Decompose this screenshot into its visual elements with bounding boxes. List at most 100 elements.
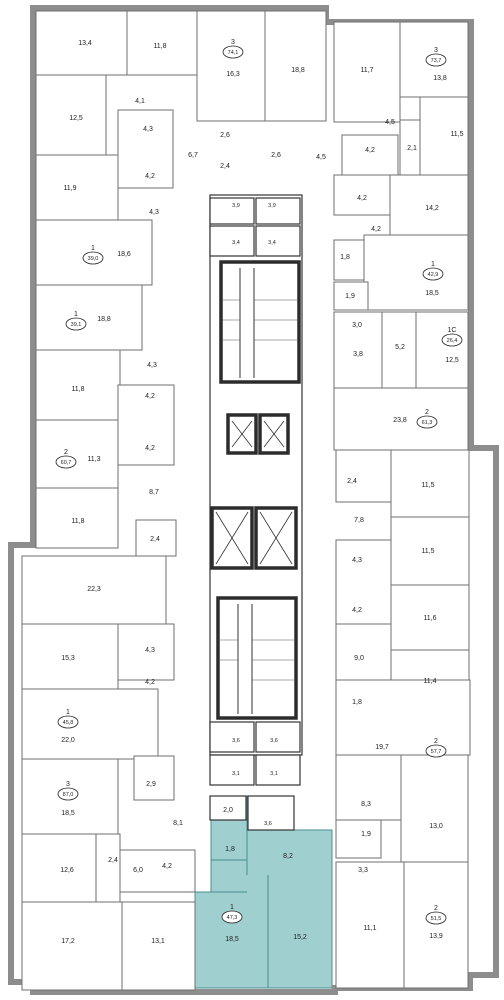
room-area-label: 14,2 [425,205,439,212]
room-area-label: 3,0 [352,322,362,329]
room-area-label: 3,8 [353,351,363,358]
apartment-area: 74,1 [228,50,239,56]
room-area-label: 15,3 [61,655,75,662]
room-area-label: 4,5 [316,154,326,161]
room-area-label: 3,9 [232,203,240,209]
room-area-label: 4,2 [162,863,172,870]
room-area-label: 4,3 [143,126,153,133]
room-area-label: 11,6 [423,615,436,622]
apartment-area: 61,3 [422,420,433,426]
room-area-label: 4,2 [371,226,381,233]
room-area-label: 4,3 [352,557,362,564]
room-area-label: 3,4 [232,240,240,246]
room-area-label: 3,1 [232,771,240,777]
apartment-area: 60,7 [61,460,72,466]
room-area-label: 1,9 [361,831,371,838]
room-area-label: 4,2 [352,607,362,614]
room-area-label: 11,5 [421,482,434,489]
room-area-label: 4,3 [145,647,155,654]
apartment-rooms: 2 [434,905,438,912]
room-area-label: 18,5 [225,936,239,943]
room-area-label: 13,8 [433,75,447,82]
room-area-label: 18,5 [61,810,75,817]
room-area-label: 12,5 [445,357,459,364]
apartment-badge[interactable]: 2 57,7 [425,738,447,758]
room-area-label: 11,5 [421,548,434,555]
apartment-rooms: 2 [64,449,68,456]
room-area-label: 1,8 [340,254,350,261]
apartment-area: 45,8 [63,720,74,726]
room-area-label: 2,6 [220,132,230,139]
apartment-area: 39,1 [71,322,82,328]
room-area-label: 4,2 [365,147,375,154]
room-area-label: 8,7 [149,489,159,496]
apartment-badge[interactable]: 2 51,5 [425,905,447,925]
apartment-rooms: 1 [91,245,95,252]
apartment-badge[interactable]: 2 61,3 [416,409,438,429]
room-area-label: 2,4 [220,163,230,170]
room-area-label: 11,4 [423,678,436,685]
apartment-rooms: 2 [425,409,429,416]
apartment-partitions [195,830,269,988]
room-area-label: 8,1 [173,820,183,827]
apartment-rooms: 2 [434,738,438,745]
room-area-label: 11,3 [87,456,100,463]
room-area-label: 1,9 [345,293,355,300]
room-area-label: 2,4 [347,478,357,485]
room-area-label: 1,8 [225,846,235,853]
apartment-badge[interactable]: 1 39,0 [82,245,104,265]
room-area-label: 2,4 [108,857,118,864]
room-area-label: 13,0 [429,823,443,830]
room-area-label: 11,1 [363,925,376,932]
apartment-area: 51,5 [431,916,442,922]
apartment-badge[interactable]: 3 73,7 [425,47,447,67]
room-area-label: 4,2 [357,195,367,202]
apartment-badge[interactable]: 3 74,1 [222,39,244,59]
room-area-label: 22,0 [61,737,75,744]
room-area-label: 22,3 [87,586,101,593]
apartment-rooms: 3 [231,39,235,46]
apartment-badge[interactable]: 1С 26,4 [441,327,463,347]
room-area-label: 4,3 [147,362,157,369]
apartment-badge[interactable]: 1 47,3 [221,904,243,924]
room-area-label: 6,0 [133,867,143,874]
apartment-badge[interactable]: 1 42,9 [422,261,444,281]
room-area-label: 16,3 [226,71,240,78]
room-area-labels: 13,4 11,8 16,3 18,8 11,7 13,8 4,1 12,5 4… [60,40,463,945]
apartment-rooms: 1 [66,709,70,716]
room-area-label: 3,3 [358,867,368,874]
room-area-label: 11,8 [153,43,166,50]
apartment-badge[interactable]: 1 39,1 [65,311,87,331]
room-area-label: 18,6 [117,251,131,258]
apartment-badge[interactable]: 3 87,0 [57,781,79,801]
right-rooms [333,21,471,989]
stairwell-bottom [216,596,298,720]
room-area-label: 3,6 [270,738,278,744]
apartment-rooms: 3 [434,47,438,54]
room-area-label: 4,2 [145,173,155,180]
room-area-label: 19,7 [375,744,389,751]
room-area-label: 3,4 [268,240,276,246]
apartment-area: 39,0 [88,256,99,262]
apartment-badge[interactable]: 2 60,7 [55,449,77,469]
apartment-badge[interactable]: 1 45,8 [57,709,79,729]
room-area-label: 13,9 [429,933,443,940]
room-area-label: 4,3 [149,209,159,216]
room-area-label: 3,6 [232,738,240,744]
room-area-label: 3,1 [270,771,278,777]
room-area-label: 8,2 [283,853,293,860]
room-area-label: 4,2 [145,445,155,452]
apartment-rooms: 1 [431,261,435,268]
room-area-label: 15,2 [293,934,307,941]
room-area-label: 11,9 [63,185,76,192]
room-area-label: 6,7 [188,152,198,159]
room-area-label: 17,2 [61,938,75,945]
room-area-label: 3,9 [268,203,276,209]
room-area-label: 12,6 [60,867,74,874]
central-core [209,194,303,831]
room-area-label: 11,8 [71,386,84,393]
room-area-label: 13,4 [78,40,92,47]
apartment-area: 26,4 [447,338,458,344]
room-area-label: 18,8 [291,67,305,74]
room-area-label: 18,8 [97,316,111,323]
